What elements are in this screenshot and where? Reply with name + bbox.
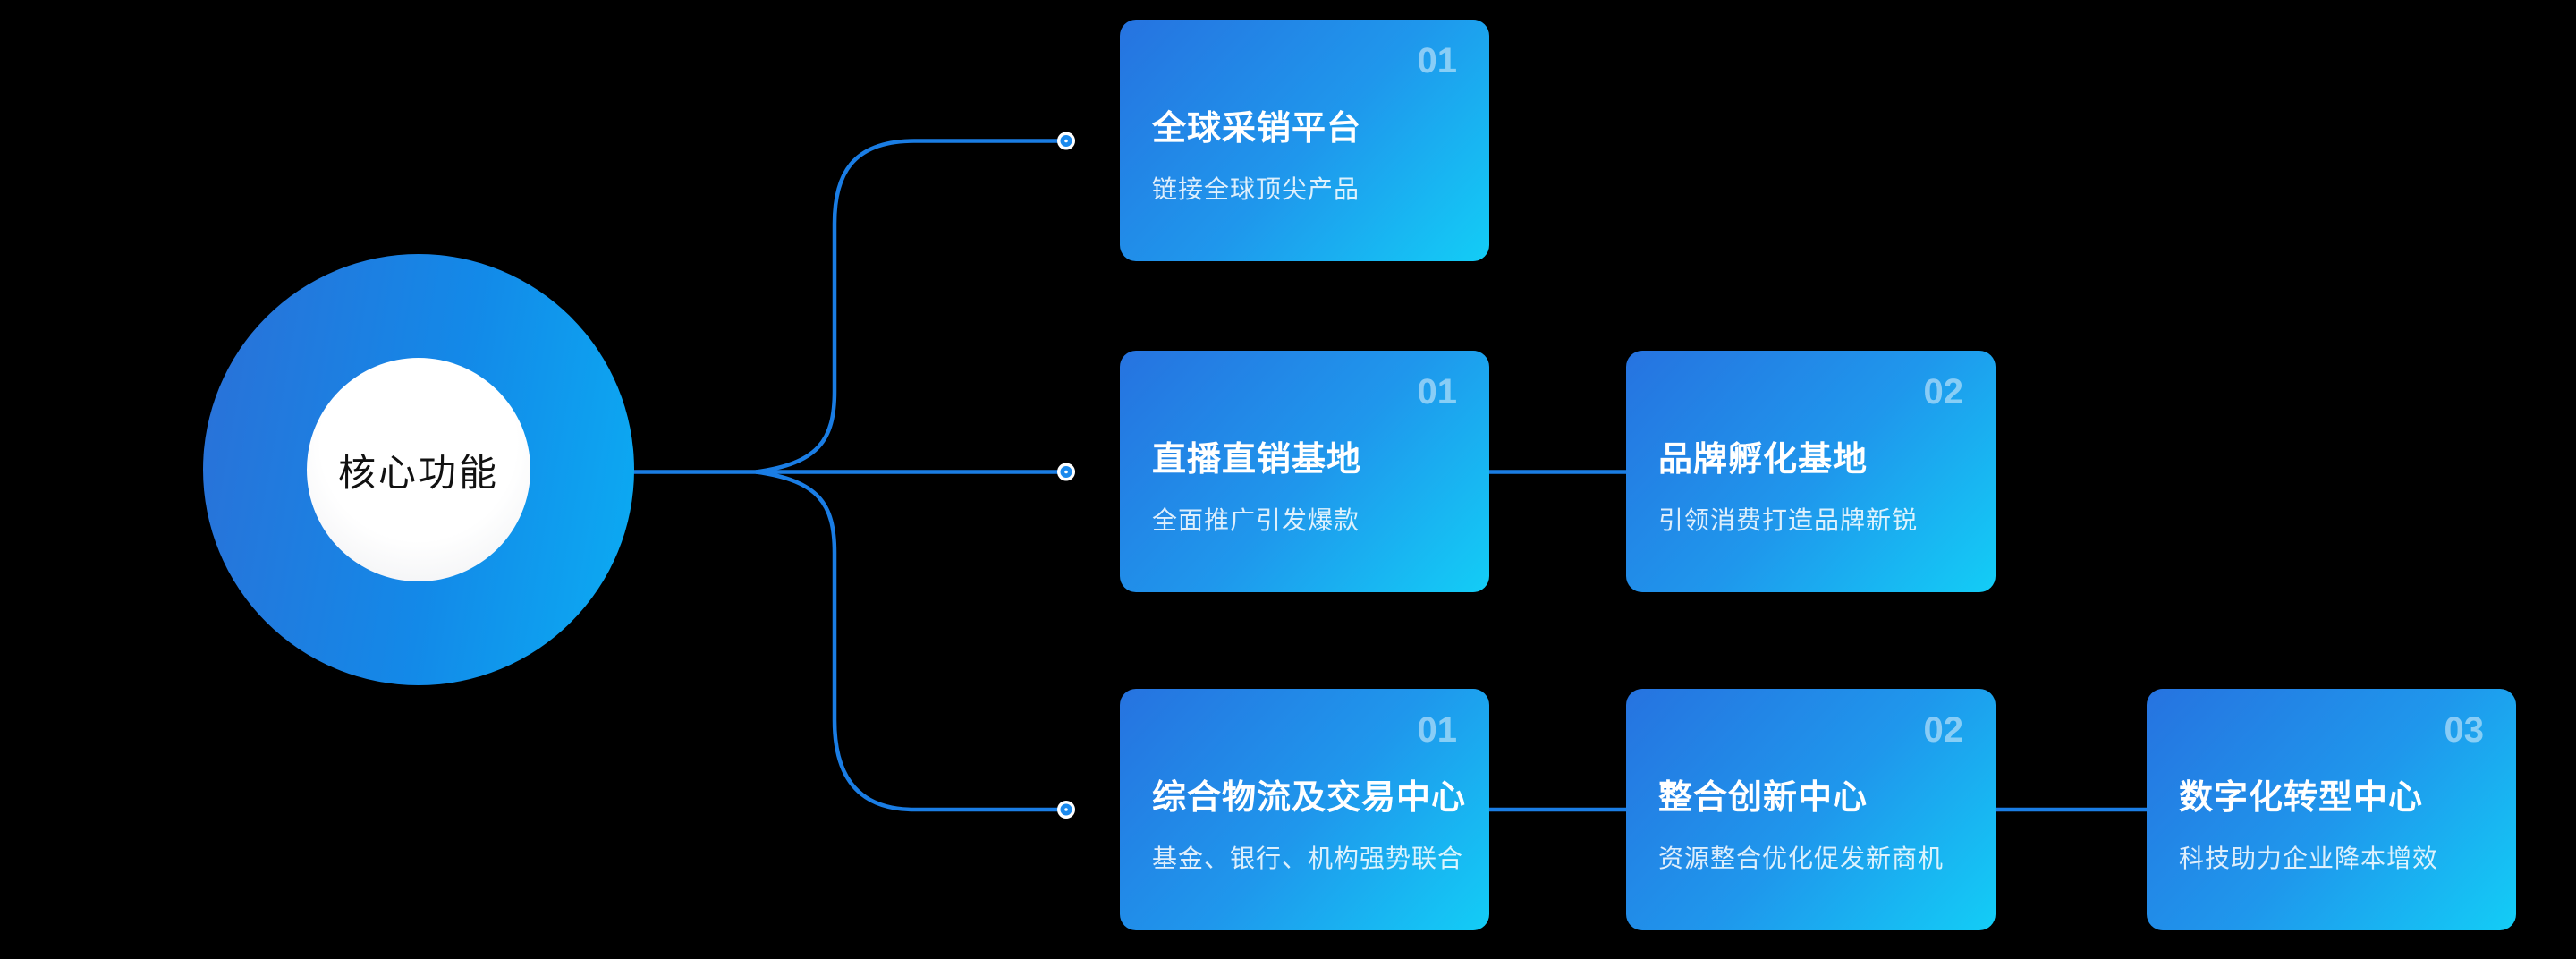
card-title: 数字化转型中心 bbox=[2179, 779, 2424, 817]
card-subtitle: 科技助力企业降本增效 bbox=[2179, 844, 2439, 872]
card-subtitle: 全面推广引发爆款 bbox=[1152, 506, 1360, 534]
row1-connector-dot bbox=[1057, 132, 1075, 150]
card-subtitle: 引领消费打造品牌新锐 bbox=[1658, 506, 1919, 534]
card-number: 01 bbox=[1417, 41, 1458, 81]
row3-connector-dot bbox=[1057, 801, 1075, 819]
hub-label: 核心功能 bbox=[337, 451, 499, 494]
card-number: 03 bbox=[2444, 710, 2485, 750]
feature-card-livestream-base: 01 直播直销基地 全面推广引发爆款 bbox=[1120, 351, 1489, 592]
card-number: 01 bbox=[1417, 372, 1458, 412]
card-number: 01 bbox=[1417, 710, 1458, 750]
card-number: 02 bbox=[1923, 372, 1964, 412]
card-subtitle: 链接全球顶尖产品 bbox=[1152, 175, 1360, 203]
card-title: 品牌孵化基地 bbox=[1658, 441, 1868, 479]
card-title: 直播直销基地 bbox=[1152, 441, 1362, 479]
feature-card-global-procurement: 01 全球采销平台 链接全球顶尖产品 bbox=[1120, 20, 1489, 261]
connector-line-top-branch bbox=[755, 139, 1066, 474]
row2-connector-dot bbox=[1057, 463, 1075, 481]
feature-card-brand-incubation: 02 品牌孵化基地 引领消费打造品牌新锐 bbox=[1626, 351, 1996, 592]
card-title: 综合物流及交易中心 bbox=[1152, 779, 1467, 817]
card-number: 02 bbox=[1923, 710, 1964, 750]
hub-inner-circle: 核心功能 bbox=[307, 358, 530, 581]
feature-card-logistics-trade-center: 01 综合物流及交易中心 基金、银行、机构强势联合 bbox=[1120, 689, 1489, 930]
feature-card-digital-transformation: 03 数字化转型中心 科技助力企业降本增效 bbox=[2147, 689, 2516, 930]
feature-card-innovation-center: 02 整合创新中心 资源整合优化促发新商机 bbox=[1626, 689, 1996, 930]
card-title: 全球采销平台 bbox=[1152, 110, 1362, 148]
card-subtitle: 基金、银行、机构强势联合 bbox=[1152, 844, 1464, 872]
connector-line-bottom-branch bbox=[755, 470, 1066, 812]
card-subtitle: 资源整合优化促发新商机 bbox=[1658, 844, 1945, 872]
card-title: 整合创新中心 bbox=[1658, 779, 1868, 817]
